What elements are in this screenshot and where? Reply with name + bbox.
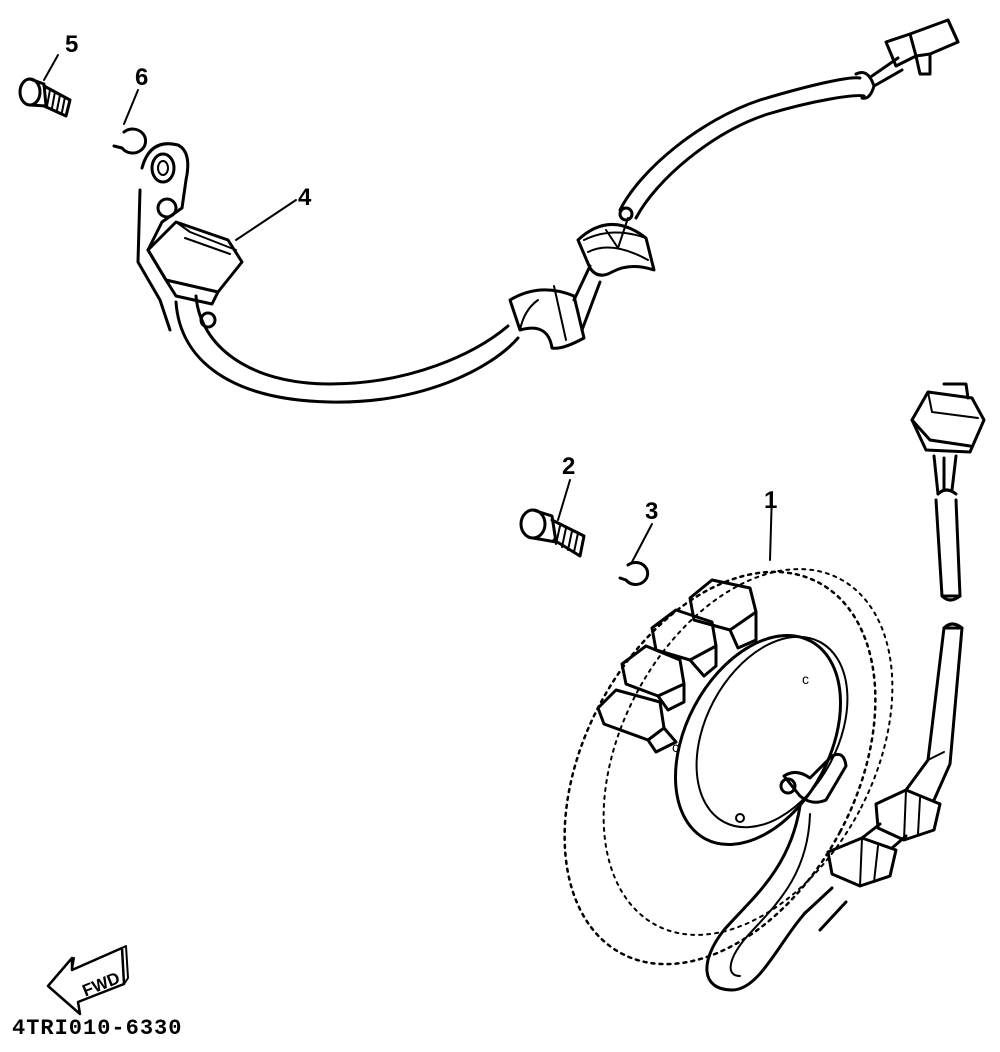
leader-line-6 [123, 89, 139, 125]
callout-1: 1 [764, 487, 777, 514]
callout-2: 2 [562, 453, 575, 480]
svg-text:c: c [802, 671, 809, 687]
leader-line-2 [557, 479, 571, 521]
callout-5: 5 [65, 31, 78, 58]
bolt-part-5 [18, 77, 72, 118]
leader-line-1 [769, 491, 773, 561]
circlip-part-3 [618, 560, 650, 586]
leader-line-4 [235, 199, 297, 241]
circlip-part-6 [112, 127, 148, 155]
fwd-arrow-icon: FWD [46, 945, 129, 1016]
callout-3: 3 [645, 498, 658, 525]
stator-part-1: c c [563, 382, 986, 992]
diagram-code: 4TRI010-6330 [12, 1016, 183, 1041]
leader-line-3 [631, 523, 653, 563]
svg-text:c: c [672, 739, 679, 755]
bolt-part-2 [519, 508, 586, 558]
pickup-coil-part-4 [136, 18, 960, 404]
leader-line-5 [43, 54, 59, 81]
fwd-label: FWD [80, 968, 123, 1000]
callout-6: 6 [135, 64, 148, 91]
callout-4: 4 [298, 184, 312, 211]
